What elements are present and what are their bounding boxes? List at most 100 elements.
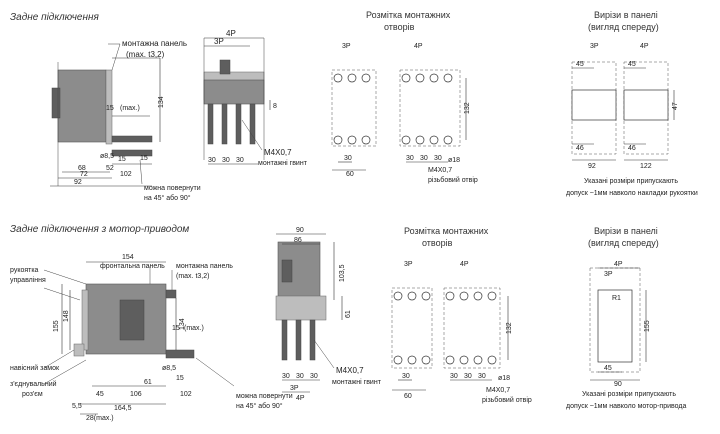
label-max: (max.) — [120, 105, 140, 112]
cut-dim-45-b: 45 — [628, 61, 636, 68]
dim-52: 52 — [106, 165, 114, 172]
label-panel-note: (max. t3,2) — [126, 50, 165, 59]
header-cut-2: (вигляд спереду) — [588, 22, 659, 32]
label-rotate-note-1: можна повернути — [144, 185, 201, 192]
dim-30-front-a: 30 — [282, 373, 290, 380]
dim-30-b: 30 — [222, 157, 230, 164]
dim-15-bb: 15 — [176, 375, 184, 382]
cut-dim-92: 92 — [588, 163, 596, 170]
frontal-panel-plate — [81, 289, 89, 351]
dim-106: 106 — [130, 391, 142, 398]
hole-b-3p-2 — [407, 291, 417, 301]
label-control-handle-2: управління — [10, 276, 46, 284]
dim-15-b: 15 — [118, 156, 126, 163]
dim-68: 68 — [78, 165, 86, 172]
dim-4P-b: 4P — [296, 395, 305, 402]
dim-30-a: 30 — [208, 157, 216, 164]
label-mounting-screw-b: монтажні гвинт — [332, 378, 382, 386]
hole-4p-5 — [401, 135, 411, 145]
rear-terminal-lower — [111, 149, 153, 157]
front-handle — [219, 59, 231, 75]
dim-61-b: 61 — [144, 379, 152, 386]
label-connector-2: роз'єм — [22, 391, 43, 398]
hole-b-4p-4 — [487, 291, 497, 301]
dim-30-front-b: 30 — [296, 373, 304, 380]
hole-4p-1 — [401, 73, 411, 83]
holes-dim-60: 60 — [346, 171, 354, 178]
cutout-4p — [623, 89, 669, 121]
hole-4p-8 — [443, 135, 453, 145]
cutout-motor — [597, 289, 633, 363]
bottom-front-view: 90 86 103,5 61 30 30 30 3P 4P M4X0,7 мон… — [275, 227, 382, 402]
dim-102-b: 102 — [180, 391, 192, 398]
hole-b-4p-2 — [459, 291, 469, 301]
dim-45-b: 45 — [96, 391, 104, 398]
mounting-panel-plate — [105, 69, 113, 145]
hole-b-3p-1 — [393, 291, 403, 301]
header-holes-b-1: Розмітка монтажних — [404, 226, 489, 236]
label-screw-m4: M4X0,7 — [264, 148, 292, 157]
padlock — [73, 343, 85, 357]
dim-154: 154 — [122, 254, 134, 261]
holes-dim-30-c: 30 — [420, 155, 428, 162]
dim-3P-b: 3P — [290, 385, 299, 392]
cut-dim-46: 46 — [576, 145, 584, 152]
label-mounting-panel: монтажна панель — [122, 39, 187, 48]
holes-b-dim-d18: ø18 — [498, 375, 510, 382]
header-cut-b-2: (вигляд спереду) — [588, 238, 659, 248]
holes-label-4P: 4P — [414, 43, 423, 50]
cut-b-label-3P: 3P — [604, 271, 613, 278]
cut-b-note-1: Указані розміри припускають — [582, 390, 676, 398]
label-padlock: навісний замок — [10, 364, 60, 372]
holes-dim-30-d: 30 — [434, 155, 442, 162]
handle-side — [51, 87, 61, 119]
label-mounting-panel-b: монтажна панель — [176, 263, 233, 270]
holes-label-threaded: різьбовий отвір — [428, 176, 478, 184]
hole-b-3p-5 — [407, 355, 417, 365]
holes-b-dim-60: 60 — [404, 393, 412, 400]
holes-b-dim-30-d: 30 — [478, 373, 486, 380]
hole-3p-1 — [333, 73, 343, 83]
hole-b-4p-1 — [445, 291, 455, 301]
hole-b-3p-6 — [421, 355, 431, 365]
holes-label-m4: M4X0,7 — [428, 167, 452, 174]
header-holes-b-2: отворів — [422, 238, 453, 248]
label-rotate-b-2: на 45° або 90° — [236, 402, 283, 410]
cut-b-label-4P: 4P — [614, 261, 623, 268]
label-screw-b: M4X0,7 — [336, 366, 364, 375]
motor-unit — [119, 299, 145, 341]
motor-terminal-1 — [281, 319, 288, 361]
hole-b-4p-6 — [459, 355, 469, 365]
holes-b-dim-30-c: 30 — [464, 373, 472, 380]
label-max-b: (max.) — [184, 325, 204, 332]
header-cut-b-1: Вирізи в панелі — [594, 226, 658, 236]
breaker-front-lower — [275, 295, 327, 321]
hole-b-3p-3 — [421, 291, 431, 301]
dim-28-max: 28(max.) — [86, 415, 114, 422]
holes-b-label-3P: 3P — [404, 261, 413, 268]
holes-b-dim-30-b: 30 — [450, 373, 458, 380]
front-terminal-1 — [207, 103, 214, 145]
hole-3p-5 — [347, 135, 357, 145]
cut-b-dim-155: 155 — [644, 320, 651, 332]
holes-label-3P: 3P — [342, 43, 351, 50]
dim-102: 102 — [120, 171, 132, 178]
holes-b-label-4P: 4P — [460, 261, 469, 268]
motor-terminal-bottom — [165, 349, 195, 359]
cut-b-dim-r: R1 — [612, 295, 621, 302]
front-terminal-4 — [249, 103, 256, 145]
label-panel-note-b: (max. t3,2) — [176, 273, 209, 280]
hole-4p-7 — [429, 135, 439, 145]
holes-dim-d18: ø18 — [448, 157, 460, 164]
front-terminal-3 — [235, 103, 242, 145]
holes-dim-132: 132 — [464, 102, 471, 114]
cutout-3p — [571, 89, 617, 121]
cut-dim-122: 122 — [640, 163, 652, 170]
hole-4p-6 — [415, 135, 425, 145]
holes-b-dim-30: 30 — [402, 373, 410, 380]
bottom-mounting-holes: Розмітка монтажних отворів 3P 4P 132 30 … — [391, 226, 532, 404]
hole-3p-6 — [361, 135, 371, 145]
dim-134: 134 — [158, 96, 165, 108]
dim-61-front: 61 — [345, 310, 352, 318]
